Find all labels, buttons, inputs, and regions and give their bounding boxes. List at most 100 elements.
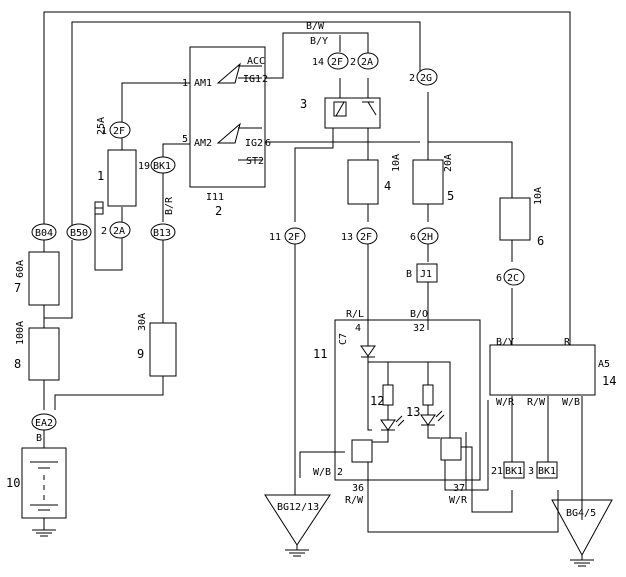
- connector-2h: 2H: [421, 232, 433, 243]
- pin-36: 36: [352, 483, 364, 494]
- module-c7-label: C7: [338, 333, 349, 345]
- connectors: 2F 2A 2G 2F BK1 2A B04 B50 B13 2F 2F 2H …: [31, 52, 558, 479]
- ground-bg1213: BG12/13: [264, 494, 331, 557]
- connector-bk1-top: BK1: [153, 161, 171, 172]
- battery: [21, 447, 67, 537]
- callout-7: 7: [14, 281, 21, 295]
- wire-rl-label: R/L: [346, 309, 364, 320]
- module-a5-label: A5: [598, 359, 610, 370]
- pin-6-2c: 6: [496, 273, 502, 284]
- fuse-30a-label: 30A: [137, 313, 148, 331]
- pin-11: 11: [269, 232, 281, 243]
- ignition-am1-pin: 1: [182, 78, 188, 89]
- connector-2f-ground: 2F: [288, 232, 300, 243]
- ignition-ig1-pin: 2: [262, 74, 268, 85]
- connector-2c: 2C: [507, 273, 519, 284]
- ignition-acc-label: ACC: [247, 56, 265, 67]
- wire-b-battery-label: B: [36, 433, 42, 444]
- ignition-ig2-label: IG2: [245, 138, 263, 149]
- wire-bw-label: B/W: [306, 21, 325, 32]
- wire-br-label: B/R: [164, 196, 175, 215]
- callout-8: 8: [14, 357, 21, 371]
- callout-13: 13: [406, 405, 420, 419]
- callout-9: 9: [137, 347, 144, 361]
- fuse-10a-4: [347, 159, 379, 205]
- callout-5: 5: [447, 189, 454, 203]
- wire-wb-a5-label: W/B: [562, 397, 580, 408]
- wire-rw-a5-label: R/W: [527, 397, 546, 408]
- connector-bk1-b: BK1: [538, 466, 556, 477]
- ground-bg45-label: BG4/5: [566, 508, 596, 519]
- callout-10: 10: [6, 476, 20, 490]
- ignition-am2-label: AM2: [194, 138, 212, 149]
- pin-21: 21: [491, 466, 503, 477]
- pin-6-2h: 6: [410, 232, 416, 243]
- connector-bk1-a: BK1: [505, 466, 523, 477]
- connector-ea2: EA2: [35, 418, 53, 429]
- connector-b04: B04: [35, 228, 53, 239]
- ignition-am1-label: AM1: [194, 78, 212, 89]
- callout-11: 11: [313, 347, 327, 361]
- fuse-25a: [107, 149, 137, 207]
- pin-2-c7: 2: [337, 467, 343, 478]
- wire-wr-a5-label: W/R: [496, 397, 515, 408]
- fuse-20a-5-label: 20A: [443, 154, 454, 172]
- connector-2f-top: 2F: [113, 126, 125, 137]
- fuse-10a-6-label: 10A: [533, 187, 544, 205]
- fuse-60a-label: 60A: [15, 260, 26, 278]
- callout-12: 12: [370, 394, 384, 408]
- wire-bo-label: B/O: [410, 309, 428, 320]
- connector-j1: J1: [420, 269, 432, 280]
- ignition-ig1-label: IG1: [243, 74, 261, 85]
- pin-2-relay: 2: [350, 57, 356, 68]
- relay: [324, 97, 381, 129]
- connector-2f-c7: 2F: [360, 232, 372, 243]
- wire-wr-bottom-label: W/R: [449, 495, 468, 506]
- wire-rw-bottom-label: R/W: [345, 495, 364, 506]
- fuse-holder-clip: [94, 201, 104, 215]
- pin-2-2a: 2: [101, 226, 107, 237]
- fuse-10a-6: [499, 197, 531, 241]
- fuse-25a-label: 25A: [96, 117, 107, 135]
- pin-14: 14: [312, 57, 324, 68]
- pin-32: 32: [413, 323, 425, 334]
- connector-b13: B13: [153, 228, 171, 239]
- fuse-60a: [28, 251, 60, 306]
- pin-b-j1: B: [406, 269, 412, 280]
- wire-network: [43, 11, 583, 533]
- module-a5: A5: [489, 344, 610, 396]
- pin-19: 19: [138, 161, 150, 172]
- callout-14: 14: [602, 374, 616, 388]
- fuse-100a: [28, 327, 60, 381]
- wire-by-label: B/Y: [310, 36, 328, 47]
- fuses: [28, 149, 531, 381]
- wire-wb-ground-label: W/B: [313, 467, 331, 478]
- ground-bg1213-label: BG12/13: [277, 502, 319, 513]
- wire-r-a5-label: R: [564, 337, 571, 348]
- callout-1: 1: [97, 169, 104, 183]
- ground-bg45: BG4/5: [551, 499, 613, 567]
- callout-4: 4: [384, 179, 391, 193]
- ignition-switch: ACC IG1 2 AM1 1 AM2 5 IG2 6 ST2 I11: [182, 46, 271, 203]
- pin-3: 3: [528, 466, 534, 477]
- ignition-st2-label: ST2: [246, 156, 264, 167]
- ignition-ig2-pin: 6: [265, 138, 271, 149]
- fuse-30a: [149, 322, 177, 377]
- connector-2g: 2G: [420, 73, 432, 84]
- callout-6: 6: [537, 234, 544, 248]
- connector-b50: B50: [70, 228, 88, 239]
- pin-37: 37: [453, 483, 465, 494]
- connector-2a-fuse: 2A: [113, 226, 125, 237]
- callout-3: 3: [300, 97, 307, 111]
- pin-2-2g: 2: [409, 73, 415, 84]
- connector-2a-relay: 2A: [361, 57, 373, 68]
- connector-2f-relay: 2F: [331, 57, 343, 68]
- pin-1-2f: 1: [101, 126, 107, 137]
- module-c7: C7: [334, 319, 481, 481]
- pin-13: 13: [341, 232, 353, 243]
- ignition-code: I11: [206, 192, 224, 203]
- pin-4: 4: [355, 323, 361, 334]
- wire-by-a5-label: B/Y: [496, 337, 514, 348]
- ignition-am2-pin: 5: [182, 134, 188, 145]
